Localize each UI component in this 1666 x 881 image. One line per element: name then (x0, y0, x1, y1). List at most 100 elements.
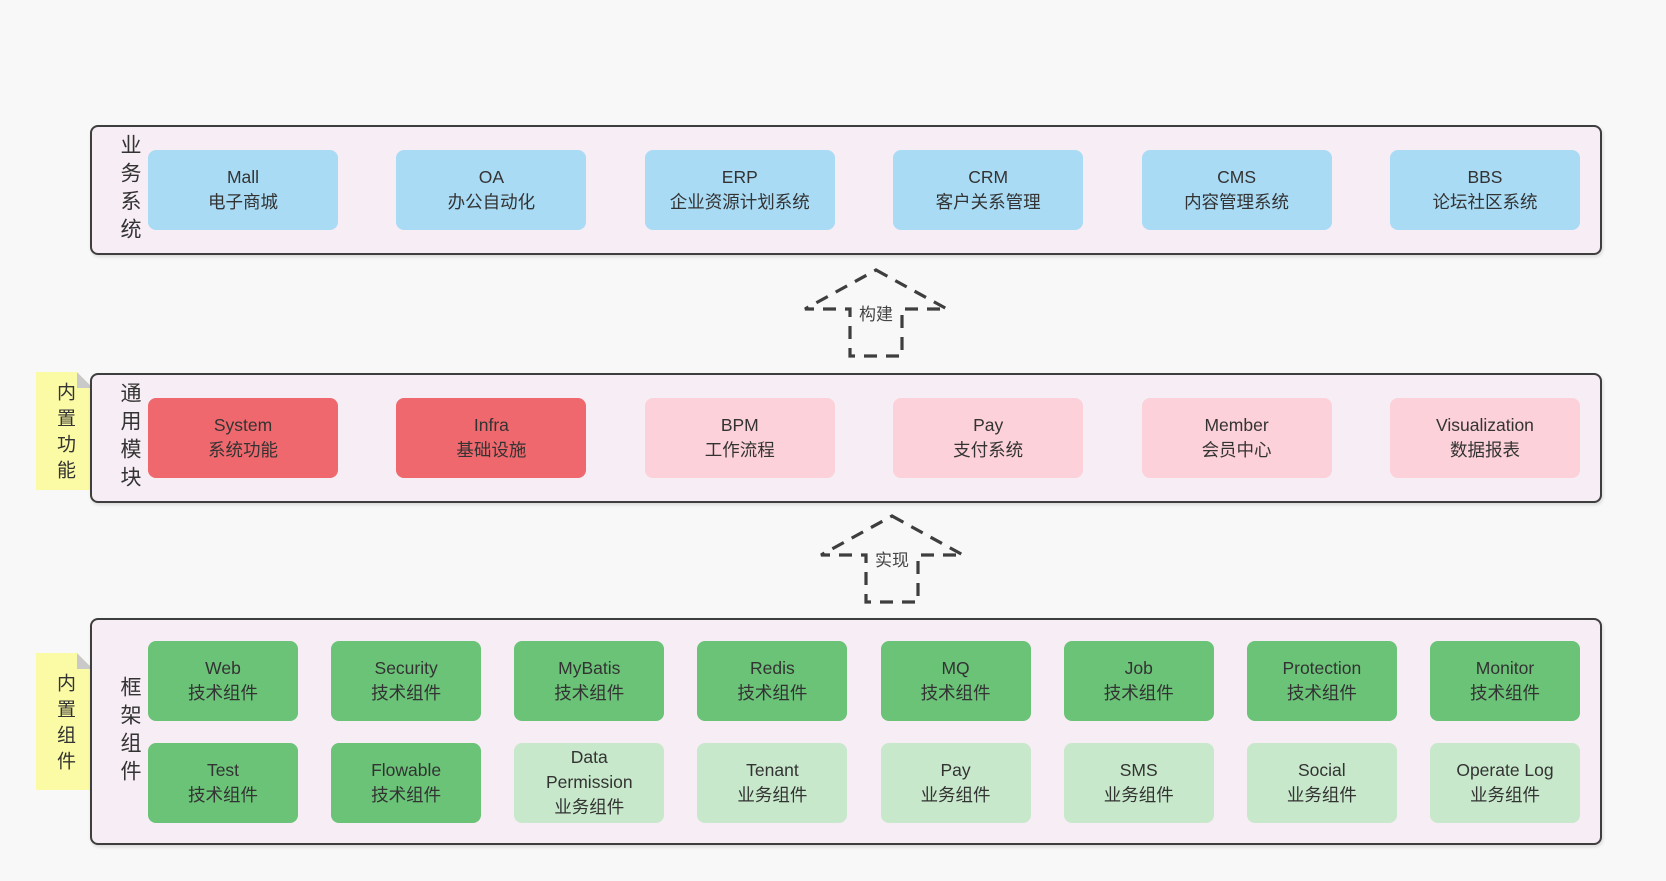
box-subtitle: 支付系统 (953, 440, 1024, 460)
box-title: OA (478, 167, 505, 187)
box-title: CRM (968, 167, 1009, 187)
box-subtitle: 技术组件 (371, 682, 442, 703)
box-title: MyBatis (558, 657, 621, 678)
box-subtitle: 电子商城 (208, 192, 278, 212)
box-subtitle: 基础设施 (456, 440, 527, 460)
box-subtitle: 技术组件 (188, 784, 258, 805)
box-subtitle: 技术组件 (554, 682, 625, 703)
box-title: ERP (721, 167, 758, 187)
sticky-note-built-in-components: 内置组件 (36, 653, 93, 790)
section-boxes-business-systems: Mall 电子商城 OA 办公自动化 ERP 企业资源计划系统 CRM 客户关系… (144, 150, 1600, 230)
box-redis: Redis 技术组件 (697, 640, 848, 721)
box-title: MQ (941, 657, 970, 678)
box-row: Mall 电子商城 OA 办公自动化 ERP 企业资源计划系统 CRM 客户关系… (148, 150, 1580, 230)
box-title: Redis (750, 657, 795, 678)
box-subtitle: 业务组件 (1286, 784, 1357, 805)
box-title: Flowable (371, 759, 442, 780)
box-subtitle: 技术组件 (737, 682, 808, 703)
box-oa: OA 办公自动化 (396, 150, 587, 230)
box-test: Test 技术组件 (148, 742, 298, 823)
box-subtitle: 办公自动化 (447, 192, 536, 212)
implement-arrow-icon: 实现 (817, 512, 967, 606)
box-pay-component: Pay 业务组件 (880, 742, 1031, 823)
box-title: BBS (1467, 167, 1503, 187)
box-tenant: Tenant 业务组件 (697, 742, 848, 823)
box-title: Mall (226, 167, 260, 187)
box-row: Web 技术组件 Security 技术组件 MyBatis 技术组件 Redi… (148, 640, 1580, 721)
section-common-modules: 通用模块 System 系统功能 Infra 基础设施 BPM 工作流程 Pay… (90, 373, 1602, 503)
box-web: Web 技术组件 (148, 640, 298, 721)
box-pay-module: Pay 支付系统 (893, 398, 1084, 478)
dashed-up-arrow-shape (804, 268, 948, 358)
box-title: Member (1204, 415, 1269, 435)
box-sms: SMS 业务组件 (1063, 742, 1214, 823)
box-member: Member 会员中心 (1141, 398, 1332, 478)
box-bpm: BPM 工作流程 (644, 398, 835, 478)
box-subtitle: 内容管理系统 (1184, 192, 1290, 212)
box-title: Pay (973, 415, 1004, 435)
box-subtitle: 技术组件 (920, 682, 991, 703)
box-subtitle: 系统功能 (208, 440, 278, 460)
box-title: Job (1124, 657, 1153, 678)
box-system: System 系统功能 (148, 398, 338, 478)
box-security: Security 技术组件 (331, 640, 482, 721)
box-bbs: BBS 论坛社区系统 (1389, 150, 1580, 230)
box-title: BPM (720, 415, 759, 435)
box-title: Visualization (1435, 415, 1534, 435)
box-subtitle: 技术组件 (1103, 682, 1174, 703)
box-subtitle: 业务组件 (1469, 784, 1540, 805)
box-title: Operate Log (1456, 759, 1554, 780)
box-subtitle: 会员中心 (1201, 440, 1272, 460)
implement-arrow-label: 实现 (870, 546, 914, 571)
box-title: Protection (1282, 657, 1362, 678)
box-mq: MQ 技术组件 (880, 640, 1031, 721)
box-title: Tenant (746, 759, 799, 780)
box-erp: ERP 企业资源计划系统 (644, 150, 835, 230)
box-title: CMS (1217, 167, 1256, 187)
box-subtitle: 技术组件 (1469, 682, 1540, 703)
box-job: Job 技术组件 (1063, 640, 1214, 721)
dashed-up-arrow-shape (820, 514, 964, 604)
box-title: Pay (940, 759, 971, 780)
box-title: Data Permission (546, 747, 633, 792)
box-flowable: Flowable 技术组件 (331, 742, 482, 823)
box-subtitle: 数据报表 (1449, 440, 1520, 460)
box-subtitle: 客户关系管理 (935, 192, 1041, 212)
box-infra: Infra 基础设施 (396, 398, 587, 478)
sticky-note-text: 内置功能 (54, 382, 75, 486)
section-business-systems: 业务系统 Mall 电子商城 OA 办公自动化 ERP 企业资源计划系统 CRM… (90, 125, 1602, 255)
box-title: Monitor (1475, 657, 1535, 678)
sticky-note-text: 内置组件 (54, 672, 75, 777)
box-subtitle: 业务组件 (1103, 784, 1174, 805)
section-side-label-common-modules: 通用模块 (118, 382, 141, 494)
box-subtitle: 业务组件 (554, 797, 625, 817)
box-title: Security (374, 657, 438, 678)
section-boxes-common-modules: System 系统功能 Infra 基础设施 BPM 工作流程 Pay 支付系统… (144, 398, 1600, 478)
box-title: SMS (1119, 759, 1158, 780)
box-subtitle: 论坛社区系统 (1432, 192, 1538, 212)
section-boxes-framework-components: Web 技术组件 Security 技术组件 MyBatis 技术组件 Redi… (144, 640, 1600, 823)
box-protection: Protection 技术组件 (1246, 640, 1397, 721)
box-social: Social 业务组件 (1246, 742, 1397, 823)
box-mybatis: MyBatis 技术组件 (514, 640, 665, 721)
box-subtitle: 业务组件 (737, 784, 808, 805)
box-title: Test (206, 759, 240, 780)
box-subtitle: 业务组件 (920, 784, 991, 805)
box-mall: Mall 电子商城 (148, 150, 338, 230)
box-title: Social (1298, 759, 1346, 780)
box-visualization: Visualization 数据报表 (1389, 398, 1580, 478)
build-arrow-icon: 构建 (801, 266, 951, 360)
box-operate-log: Operate Log 业务组件 (1429, 742, 1580, 823)
box-title: Web (205, 657, 241, 678)
section-side-label-framework-components: 框架组件 (118, 675, 141, 788)
box-title: Infra (473, 415, 509, 435)
box-subtitle: 工作流程 (704, 440, 775, 460)
box-subtitle: 技术组件 (188, 682, 258, 703)
box-title: System (213, 415, 273, 435)
sticky-note-built-in-features: 内置功能 (36, 372, 93, 490)
box-data-permission: Data Permission 业务组件 (514, 742, 665, 823)
box-monitor: Monitor 技术组件 (1429, 640, 1580, 721)
box-row: System 系统功能 Infra 基础设施 BPM 工作流程 Pay 支付系统… (148, 398, 1580, 478)
box-subtitle: 技术组件 (371, 784, 442, 805)
box-subtitle: 企业资源计划系统 (669, 192, 810, 212)
